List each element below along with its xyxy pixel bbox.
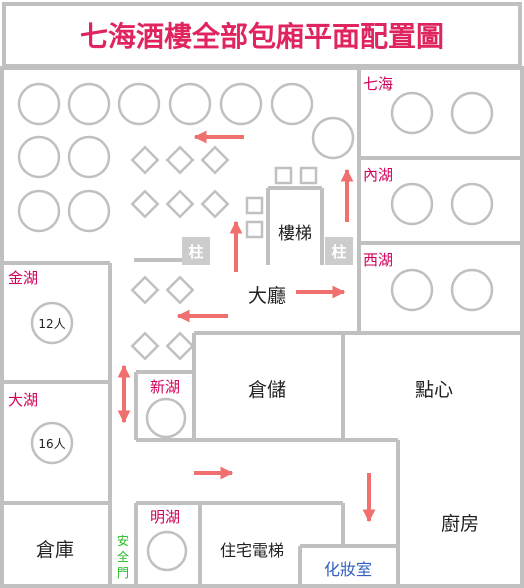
round-table (146, 530, 188, 572)
round-table (17, 189, 61, 233)
flow-arrows (117, 130, 376, 523)
room-xihu-label: 西湖 (363, 251, 393, 269)
diamond-table (130, 189, 160, 219)
round-table (311, 116, 355, 160)
pillars: 柱 柱 (182, 237, 353, 265)
hall-round-tables (17, 82, 355, 233)
round-table (450, 268, 494, 312)
restroom-label: 化妝室 (324, 560, 372, 579)
diamond-table (165, 331, 195, 361)
walls (0, 66, 524, 588)
exit-label-char-3: 門 (117, 566, 129, 580)
exit-label-char-2: 全 (117, 549, 129, 564)
round-table (17, 135, 61, 179)
room-xinhu-label: 新湖 (150, 378, 180, 396)
square-table (245, 196, 264, 215)
round-table (270, 82, 314, 126)
round-table (450, 91, 494, 135)
square-table (299, 166, 318, 185)
title-banner: 七海酒樓全部包廂平面配置圖 (2, 2, 522, 68)
round-table (390, 91, 434, 135)
round-table (390, 182, 434, 226)
room-neihu-label: 內湖 (363, 166, 393, 184)
diamond-table (165, 275, 195, 305)
diamond-table (200, 189, 230, 219)
diamond-table (200, 145, 230, 175)
round-table-16 (30, 421, 74, 465)
round-table (67, 135, 111, 179)
diamond-table (130, 275, 160, 305)
round-table (168, 82, 212, 126)
square-table (245, 220, 264, 239)
round-table (67, 189, 111, 233)
room-jinhu[interactable]: 金湖 12人 (8, 269, 74, 345)
pillar-right (325, 237, 353, 265)
pillar-right-label: 柱 (331, 243, 346, 261)
pastry-label: 點心 (415, 379, 453, 401)
pillar-left-label: 柱 (188, 243, 203, 261)
kitchen-label: 廚房 (441, 512, 479, 535)
round-table (390, 268, 434, 312)
storage-label: 倉儲 (248, 379, 286, 401)
room-xihu[interactable]: 西湖 (363, 251, 494, 312)
room-neihu[interactable]: 內湖 (363, 166, 494, 226)
emergency-exit[interactable]: 安 全 門 (117, 533, 129, 580)
room-dahu-label: 大湖 (8, 391, 38, 409)
round-table (117, 82, 161, 126)
round-table-12 (30, 301, 74, 345)
pillar-left (182, 237, 210, 265)
room-xinhu[interactable]: 新湖 (145, 378, 187, 439)
room-dahu[interactable]: 大湖 16人 (8, 391, 74, 465)
round-table (145, 397, 187, 439)
hall-diamond-tables (130, 145, 230, 361)
room-minghu[interactable]: 明湖 (146, 508, 188, 572)
room-qihai-label: 七海 (363, 75, 393, 93)
round-table (219, 82, 263, 126)
warehouse-label: 倉庫 (36, 539, 74, 561)
diamond-table (130, 331, 160, 361)
exit-label-char-1: 安 (117, 533, 129, 548)
page-title: 七海酒樓全部包廂平面配置圖 (80, 20, 444, 53)
room-qihai[interactable]: 七海 (363, 75, 494, 135)
diamond-table (165, 145, 195, 175)
round-table (17, 82, 61, 126)
round-table (450, 182, 494, 226)
square-table (274, 166, 293, 185)
room-jinhu-label: 金湖 (8, 269, 38, 287)
table-capacity-16: 16人 (38, 437, 65, 451)
small-square-tables (245, 166, 318, 239)
room-minghu-label: 明湖 (150, 508, 180, 526)
hall-label: 大廳 (248, 285, 286, 307)
diamond-table (130, 145, 160, 175)
stairs-label: 樓梯 (278, 224, 312, 244)
round-table (67, 82, 111, 126)
table-capacity-12: 12人 (38, 317, 65, 331)
diamond-table (165, 189, 195, 219)
elevator-label: 住宅電梯 (220, 541, 284, 560)
